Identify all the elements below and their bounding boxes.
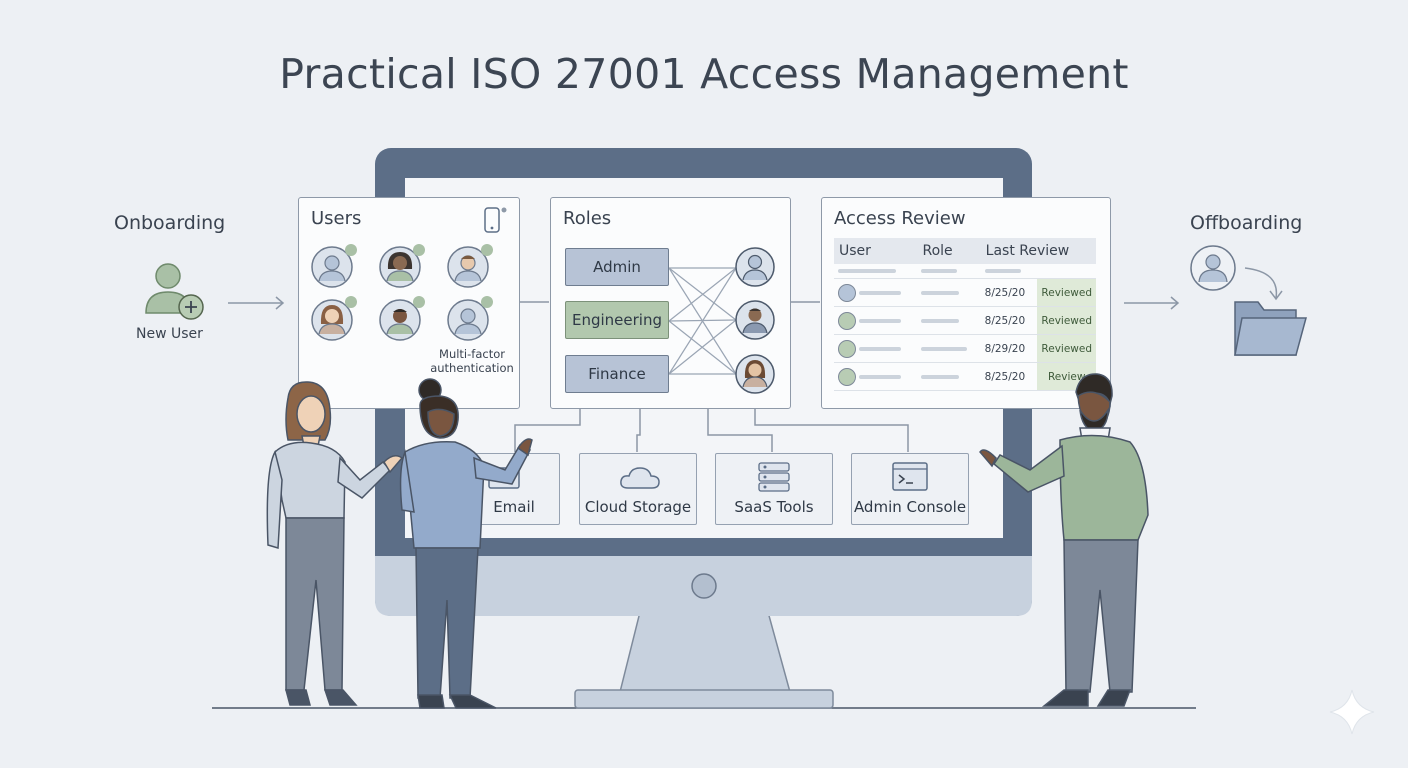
arrow-to-offboarding	[1124, 296, 1180, 310]
table-placeholder-row	[834, 264, 1096, 279]
role-admin[interactable]: Admin	[565, 248, 669, 286]
resource-admin-console-label: Admin Console	[853, 498, 967, 516]
review-date: 8/25/20	[980, 306, 1038, 335]
offboarding-heading: Offboarding	[1190, 212, 1303, 234]
user-avatar	[447, 296, 493, 341]
table-row[interactable]: 8/29/20 Reviewed	[834, 334, 1096, 363]
role-mapping-lines	[668, 247, 775, 394]
review-status: Reviewed	[1037, 306, 1096, 335]
table-row[interactable]: 8/25/20 Reviewed	[834, 278, 1096, 307]
connector-email	[514, 408, 581, 452]
user-status-dot	[838, 367, 856, 386]
resource-cloud-storage[interactable]: Cloud Storage	[579, 453, 697, 525]
review-date: 8/29/20	[980, 334, 1038, 363]
user-avatar	[311, 244, 357, 288]
roles-panel: Roles	[550, 197, 791, 409]
mobile-phone-icon	[484, 207, 507, 233]
user-status-dot	[838, 311, 856, 330]
connector-admin-console	[754, 408, 909, 452]
terminal-icon	[892, 462, 928, 491]
resource-email[interactable]: Email	[448, 453, 560, 525]
column-header-role[interactable]: Role	[917, 238, 981, 264]
user-avatars	[311, 244, 493, 341]
offboarding-user-icon	[1190, 245, 1236, 291]
email-icon	[488, 467, 520, 489]
server-icon	[758, 462, 790, 492]
resource-admin-console[interactable]: Admin Console	[851, 453, 969, 525]
column-header-last-review[interactable]: Last Review	[980, 238, 1096, 264]
user-status-dot	[838, 283, 856, 302]
mfa-label: Multi-factor authentication	[427, 347, 517, 375]
new-user-label: New User	[136, 326, 203, 342]
table-row[interactable]: 8/25/20 Review	[834, 362, 1096, 391]
column-header-user[interactable]: User	[834, 238, 918, 264]
users-panel-title: Users	[311, 208, 362, 229]
role-member-avatar	[735, 300, 775, 340]
users-panel: Users	[298, 197, 520, 409]
arrow-to-users	[228, 296, 285, 310]
access-review-panel: Access Review User Role Last Review	[821, 197, 1111, 409]
mfa-label-line2: authentication	[430, 361, 514, 375]
table-row[interactable]: 8/25/20 Reviewed	[834, 306, 1096, 335]
resource-cloud-storage-label: Cloud Storage	[584, 498, 692, 516]
review-date: 8/25/20	[980, 362, 1038, 391]
user-avatar	[311, 296, 357, 341]
access-review-title: Access Review	[834, 208, 966, 229]
monitor-base	[574, 689, 834, 709]
monitor-stand	[619, 611, 791, 693]
resource-email-label: Email	[493, 498, 535, 516]
review-status: Reviewed	[1037, 278, 1096, 307]
onboarding-heading: Onboarding	[114, 212, 226, 234]
user-avatar	[447, 244, 493, 288]
user-status-dot	[838, 339, 856, 358]
access-review-table: User Role Last Review 8/25/20 Reviewed	[834, 238, 1096, 391]
roles-panel-title: Roles	[563, 208, 612, 229]
review-status: Review	[1037, 362, 1096, 391]
review-status: Reviewed	[1037, 334, 1096, 363]
user-avatar	[379, 244, 425, 288]
mfa-label-line1: Multi-factor	[439, 347, 505, 361]
connector-cloud	[636, 408, 641, 452]
cloud-icon	[620, 467, 660, 489]
arrow-to-folder	[1244, 267, 1283, 301]
role-finance[interactable]: Finance	[565, 355, 669, 393]
resource-saas-tools-label: SaaS Tools	[734, 498, 814, 516]
connector-saas	[707, 408, 773, 452]
page-title: Practical ISO 27001 Access Management	[279, 50, 1129, 98]
user-avatar	[379, 296, 425, 341]
role-engineering[interactable]: Engineering	[565, 301, 669, 339]
folder-icon	[1234, 301, 1307, 356]
access-review-header-row: User Role Last Review	[834, 238, 1096, 264]
new-user-icon	[145, 263, 204, 320]
resource-saas-tools[interactable]: SaaS Tools	[715, 453, 833, 525]
review-date: 8/25/20	[980, 278, 1038, 307]
monitor-power-button	[691, 573, 717, 599]
role-member-avatar	[735, 354, 775, 394]
role-member-avatar	[735, 247, 775, 287]
